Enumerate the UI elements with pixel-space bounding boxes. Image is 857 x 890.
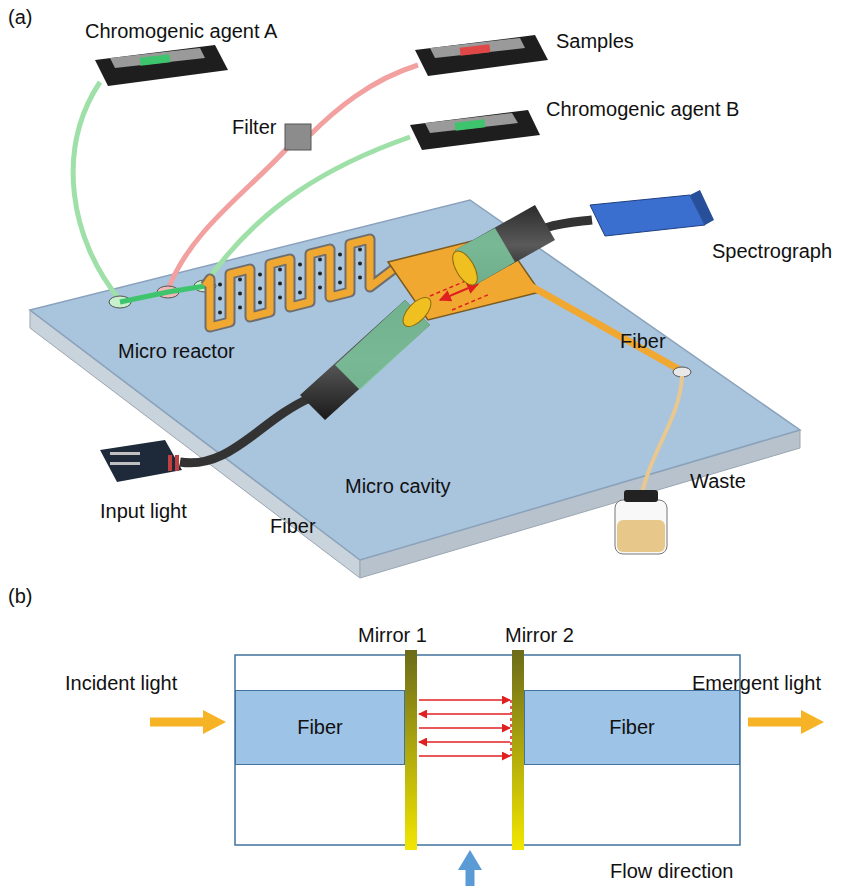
part-label: Chromogenic agent B [546, 98, 739, 120]
part-label: (b) [8, 585, 32, 607]
filter-box [285, 124, 311, 150]
part-label: Micro cavity [345, 475, 451, 497]
fiber-block: Fiber [235, 690, 405, 765]
part-label: (a) [8, 6, 32, 28]
part-label: Spectrograph [712, 240, 832, 262]
syringe [95, 35, 548, 150]
part-label: Filter [232, 116, 276, 138]
part-label: Fiber [620, 330, 666, 352]
waste-bottle [615, 490, 667, 554]
fiber-block: Fiber [524, 690, 740, 765]
part-label: Input light [100, 500, 187, 522]
part-label: Waste [690, 470, 746, 492]
fiber-label: Fiber [609, 716, 655, 739]
part-label: Mirror 1 [358, 624, 427, 646]
spectrograph-box [590, 195, 705, 236]
part-label: Chromogenic agent A [85, 20, 277, 42]
part-label: Incident light [65, 672, 177, 694]
part-label: Mirror 2 [505, 624, 574, 646]
part-label: Samples [556, 30, 634, 52]
part-label: Flow direction [610, 860, 733, 882]
part-label: Micro reactor [118, 340, 235, 362]
fiber-label: Fiber [297, 716, 343, 739]
input-light-source [100, 440, 182, 482]
part-label: Fiber [270, 515, 316, 537]
